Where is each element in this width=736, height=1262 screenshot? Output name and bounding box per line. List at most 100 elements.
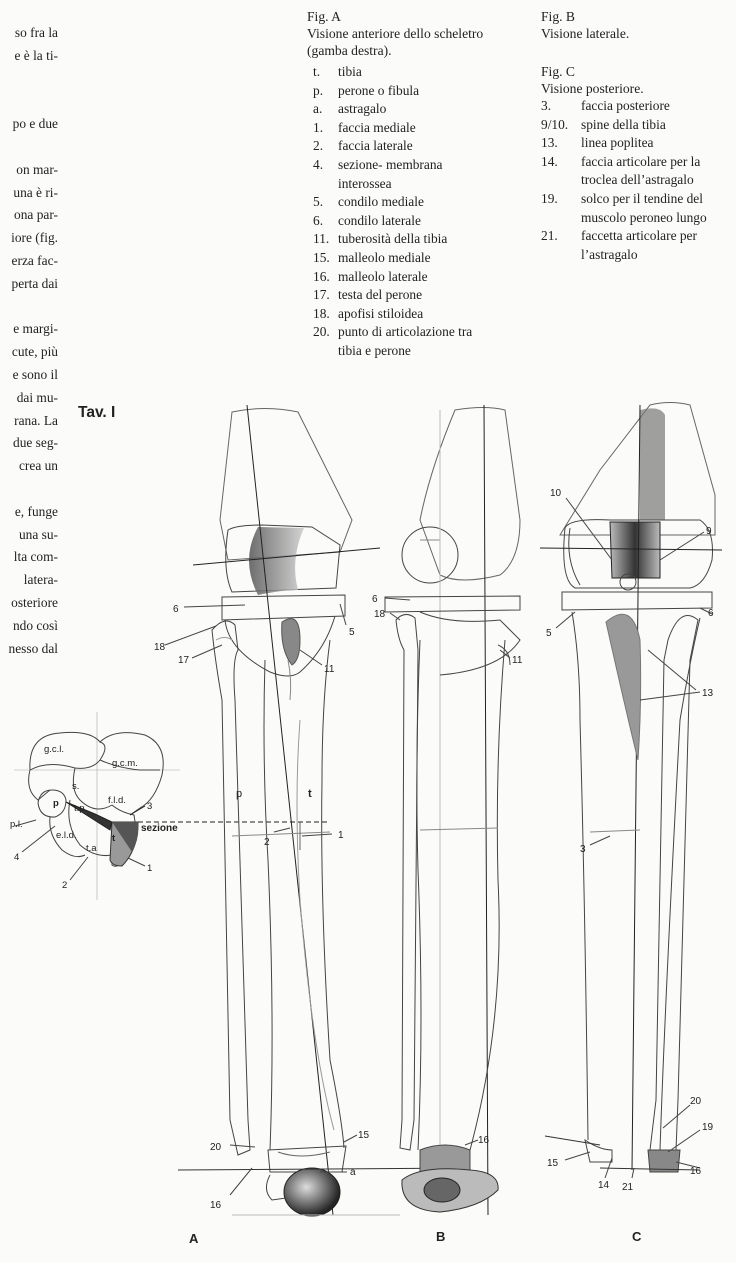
fig-a-legend-item: 16.malleolo laterale [313,268,522,287]
section-label-eld: e.l.d. [56,830,77,841]
fig-c-subtitle: Visione posteriore. [541,81,644,96]
fig-a-legend-item: 20.punto di articolazione tra [313,323,522,342]
left-text-line: erza fac- [11,252,58,268]
fig-a-legend-text: apofisi stiloidea [338,305,424,321]
section-label-p: p [53,798,59,809]
view-a-label-11: 11 [324,664,335,675]
fig-b-subtitle: Visione laterale. [541,26,630,41]
fig-a-legend-key: 16. [313,268,330,284]
fig-a-legend-text: tibia e perone [338,342,411,358]
view-a-label-15: 15 [358,1130,370,1141]
fig-a-subtitle-2: (gamba destra). [307,43,392,58]
view-c-label-20: 20 [690,1096,702,1107]
view-c-label-19: 19 [702,1122,714,1133]
view-b-label-11: 11 [512,655,523,666]
view-letter-c: C [632,1229,642,1244]
fig-a-legend-key: a. [313,101,323,117]
section-label-t: t [112,833,116,844]
fig-a-legend-item: a. astragalo [313,100,522,119]
section-label-ta: t.a [86,843,97,854]
view-a-label-16: 16 [210,1200,222,1211]
fig-a-legend-text: perone o fibula [338,82,420,98]
fig-a-legend-item: interossea [313,175,522,194]
fig-b-title: Fig. B [541,9,575,24]
fig-a-legend-text: interossea [338,175,392,191]
fig-c-legend-item: 13. linea poplitea [541,134,733,153]
view-c-label-3: 3 [580,844,586,855]
fig-c-legend-item: 21.faccetta articolare per [541,227,733,246]
fig-a-legend-text: astragalo [338,101,387,117]
left-text-line: on mar- [16,161,58,177]
fig-a-legend-key: 17. [313,287,330,303]
left-text-line: cute, più [11,344,58,360]
fig-a-legend-item: 2.faccia laterale [313,137,522,156]
view-a-drawing [164,404,471,1217]
view-a-label-p: p [236,788,242,800]
view-a-label-t: t [308,788,312,800]
fig-a-legend-text: condilo mediale [338,194,424,210]
view-c-label-5: 5 [546,628,552,639]
view-letter-a: A [189,1231,199,1246]
left-text-line: e margi- [13,321,58,337]
fig-a-legend-item: tibia e perone [313,342,522,361]
left-text-line: lta com- [13,549,58,565]
view-b-label-16: 16 [478,1135,490,1146]
left-text-line: e sono il [12,366,58,382]
fig-a-legend-key: 11. [313,231,330,247]
fig-c-legend-item: muscolo peroneo lungo [541,209,733,228]
fig-c-legend-item: l’astragalo [541,246,733,265]
fig-a-legend-text: faccia laterale [338,138,413,154]
fig-c-legend-text: faccia articolare per la [581,153,701,169]
view-b-label-18: 18 [374,609,386,620]
fig-c-legend-key: 13. [541,135,558,151]
view-a-label-a: a [350,1167,356,1178]
left-text-line: due seg- [13,435,58,451]
fig-a-legend-item: p. perone o fibula [313,82,522,101]
view-letter-b: B [436,1229,446,1244]
fig-c-legend-text: faccetta articolare per [581,228,697,244]
fig-a-legend-text: malleolo mediale [338,249,431,265]
fig-c-legend-text: linea poplitea [581,135,654,151]
fig-a-title: Fig. A [307,9,341,24]
fig-a-legend-item: 15.malleolo mediale [313,249,522,268]
fig-a-legend-item: 18. apofisi stiloidea [313,305,522,324]
view-a-label-17: 17 [178,655,190,666]
section-number-1: 1 [147,863,152,874]
fig-a-legend-text: tibia [338,64,362,79]
left-text-line: dai mu- [16,389,58,405]
section-label-sezione: sezione [141,823,178,834]
view-a-label-5: 5 [349,627,355,638]
left-text-line: e, funge [14,503,58,519]
fig-c-legend-item: 3.faccia posteriore [541,97,733,116]
left-text-line: rana. La [14,412,58,428]
fig-c-legend-text: muscolo peroneo lungo [581,209,707,225]
plate-title: Tav. I [78,404,116,421]
fig-c-legend: Fig. C Visione posteriore. 3.faccia post… [541,63,733,264]
fig-a-legend-key: 18. [313,305,330,321]
fig-a-legend-item: 1.faccia mediale [313,119,522,138]
fig-c-legend-key: 14. [541,153,558,169]
view-a-label-18: 18 [154,642,166,653]
left-text-line: nesso dal [8,640,58,656]
section-number-3: 3 [147,801,152,812]
fig-c-title: Fig. C [541,64,575,79]
fig-a-legend-item: 11. tuberosità della tibia [313,230,522,249]
fig-a-legend-item: t.tibia [313,63,522,82]
fig-c-legend-text: spine della tibia [581,116,666,132]
view-c-label-6: 6 [708,608,714,619]
view-b-drawing [384,404,521,1216]
fig-a-legend-key: p. [313,82,324,98]
section-number-2: 2 [62,880,67,891]
view-a-label-6: 6 [173,604,179,615]
fig-a-subtitle-1: Visione anteriore dello scheletro [307,26,484,41]
fig-a-legend-key: 1. [313,119,324,135]
fig-c-legend-item: 19.solco per il tendine del [541,190,733,209]
section-label-pl: p.l. [10,819,23,830]
fig-a-legend-text: tuberosità della tibia [338,231,448,247]
fig-a-legend-item: 17. testa del perone [313,286,522,305]
left-text-line: una è ri- [13,184,58,200]
fig-a-legend-text: testa del perone [338,287,423,303]
